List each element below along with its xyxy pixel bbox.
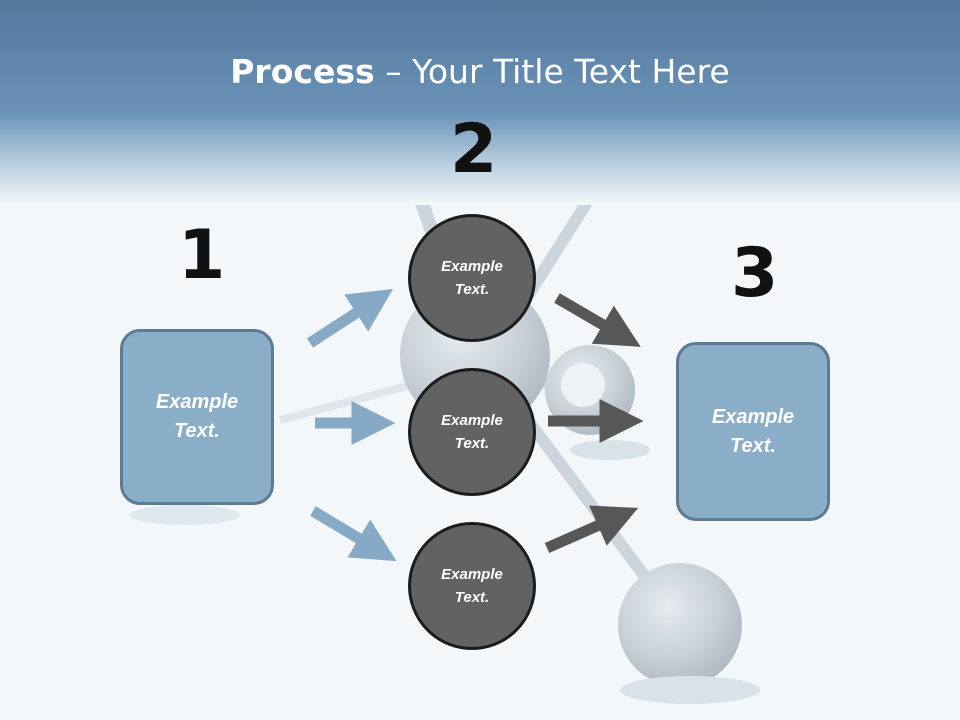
circle-top-line1: Example <box>441 258 503 275</box>
step-1-text-line2: Text. <box>174 420 220 442</box>
circle-top: Example Text. <box>408 214 536 342</box>
step-number-1: 1 <box>178 216 226 295</box>
circle-bottom-line2: Text. <box>454 589 490 606</box>
circle-bottom: Example Text. <box>408 522 536 650</box>
circle-bottom-line1: Example <box>441 566 503 583</box>
step-number-3: 3 <box>731 234 779 313</box>
step-1-text-line1: Example <box>155 391 239 413</box>
circle-middle-line2: Text. <box>454 435 490 452</box>
step-3-text-line2: Text. <box>730 434 776 457</box>
circle-middle: Example Text. <box>408 368 536 496</box>
title-bold: Process <box>230 52 375 91</box>
step-1-box: Example Text. <box>120 329 274 505</box>
step-3-text-line1: Example <box>711 405 795 428</box>
step-number-2: 2 <box>450 110 498 189</box>
circle-middle-line1: Example <box>441 412 503 429</box>
step-3-box: Example Text. <box>676 342 830 521</box>
circle-top-line2: Text. <box>454 281 490 298</box>
slide-title: Process – Your Title Text Here <box>0 52 960 91</box>
title-rest: – Your Title Text Here <box>374 52 730 91</box>
